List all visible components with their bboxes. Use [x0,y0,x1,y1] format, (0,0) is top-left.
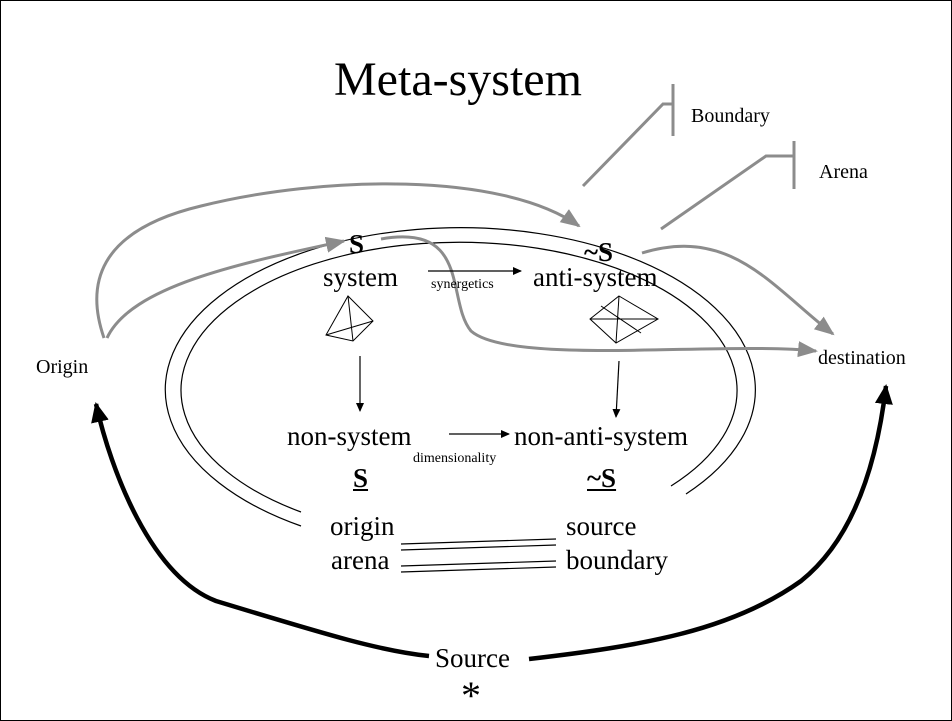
boundary-label: Boundary [691,105,770,127]
lower-left-symbol: S [353,463,369,493]
synergetics-label: synergetics [431,277,494,292]
source-asterisk-icon: * [461,673,481,718]
destination-label: destination [818,347,906,369]
source-to-destination-arrow [528,384,893,662]
anti-system-node: anti-system [533,262,658,292]
boundary-callout [581,84,675,188]
anti-system-symbol: ~S [584,237,614,267]
anti-system-to-non-anti-system-arrow [612,360,621,418]
arena-label: Arena [819,161,868,183]
lower-right-boundary: boundary [566,545,668,575]
system-node: system [323,262,399,292]
arena-callout [660,141,796,231]
origin-to-anti-system-arrow [95,182,581,339]
source-to-origin-arrow [91,402,430,659]
origin-to-system-arrow [105,236,346,339]
system-to-destination-arrow [380,235,818,358]
lower-left-arena: arena [331,545,390,575]
system-symbol: S [349,229,365,259]
source-label: Source [435,643,510,673]
anti-system-tetrahedron-icon [589,295,659,344]
lower-right-symbol: ~S [587,463,617,493]
origin-label: Origin [36,356,89,378]
system-tetrahedron-icon [325,295,374,342]
lower-left-origin: origin [330,511,395,541]
diagram-title: Meta-system [334,53,582,106]
lower-right-source: source [566,511,637,541]
non-anti-system-node: non-anti-system [514,421,688,451]
dimensionality-label: dimensionality [413,451,497,466]
non-system-node: non-system [287,421,412,451]
meta-system-ellipse [164,227,756,573]
anti-system-to-destination-arrow [641,244,835,336]
